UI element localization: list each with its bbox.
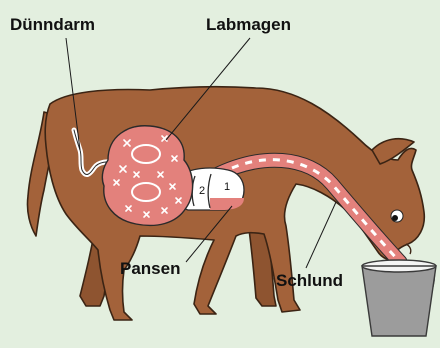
chamber-label-1: 1 bbox=[224, 181, 230, 193]
leader-schlund bbox=[306, 202, 336, 268]
labmagen bbox=[102, 126, 192, 226]
pupil bbox=[392, 215, 398, 221]
bucket-body bbox=[362, 266, 436, 336]
label-schlund: Schlund bbox=[276, 271, 343, 290]
bucket bbox=[362, 260, 436, 336]
label-pansen: Pansen bbox=[120, 259, 180, 278]
label-duenndarm: Dünndarm bbox=[10, 15, 95, 34]
chamber-label-2: 2 bbox=[199, 185, 205, 197]
label-labmagen: Labmagen bbox=[206, 15, 291, 34]
nostril bbox=[406, 244, 411, 254]
